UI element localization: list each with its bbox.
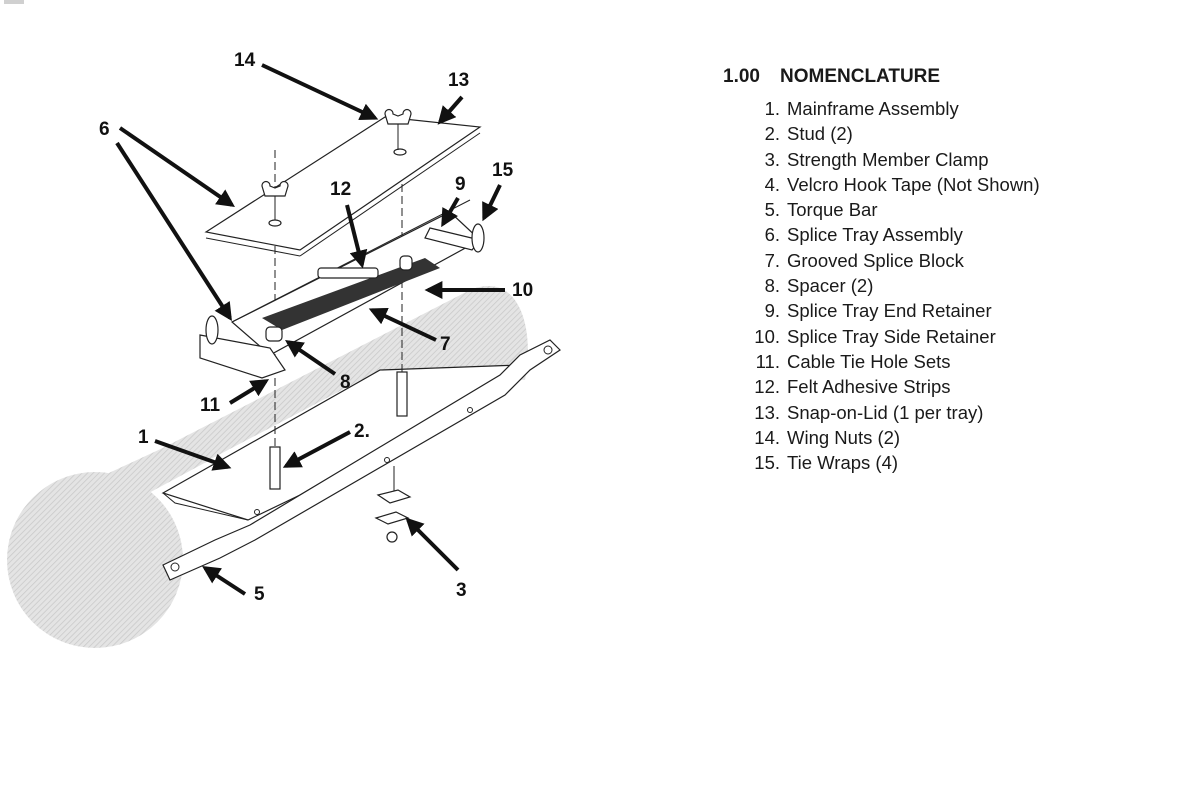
callout-8: 8 [340,372,351,393]
wing-nuts [261,108,412,220]
item-number: 6. [764,224,780,246]
parts-list-item: 9. Splice Tray End Retainer [723,298,1143,323]
callout-5: 5 [254,584,265,605]
item-number: 9. [764,300,780,322]
section-heading: 1.00 NOMENCLATURE [723,66,1143,88]
torque-bar [162,339,561,581]
callout-11: 11 [200,395,221,416]
parts-list-item: 4. Velcro Hook Tape (Not Shown) [723,172,1143,197]
scan-artifact [4,0,24,4]
parts-list-item: 2. Stud (2) [723,121,1143,146]
arrow-13 [437,95,464,125]
item-number: 8. [764,275,780,297]
item-label: Wing Nuts (2) [787,426,901,448]
parts-list-item: 3. Strength Member Clamp [723,147,1143,172]
arrow-9 [441,197,460,228]
parts-list: 1. Mainframe Assembly 2. Stud (2) 3. Strength… [723,96,1143,475]
callout-10: 10 [512,280,533,301]
item-label: Cable Tie Hole Sets [787,350,951,372]
callout-13: 13 [448,70,469,91]
item-number: 12. [754,376,780,398]
item-number: 1. [764,98,780,119]
parts-list-item: 7. Grooved Splice Block [723,248,1143,273]
parts-list-item: 1. Mainframe Assembly [723,96,1143,121]
parts-list-item: 12. Felt Adhesive Strips [723,374,1143,399]
item-label: Splice Tray Assembly [787,224,963,246]
arrow-1 [154,439,232,471]
callout-2: 2. [354,421,370,442]
item-label: Splice Tray End Retainer [787,300,992,322]
item-number: 13. [754,401,780,423]
arrow-11 [228,379,270,405]
section-title: NOMENCLATURE [780,66,941,87]
parts-list-item: 6. Splice Tray Assembly [723,222,1143,247]
callout-labels: 14 13 6 12 9 15 10 7 8 11 1 2. 3 5 [99,50,533,605]
arrow-15 [482,184,502,222]
callout-12: 12 [330,179,351,200]
arrow-12 [345,204,368,269]
item-label: Mainframe Assembly [787,98,959,119]
callout-1: 1 [138,427,149,448]
item-label: Stud (2) [787,123,853,145]
item-number: 4. [764,173,780,195]
item-label: Felt Adhesive Strips [787,376,951,398]
parts-list-item: 14. Wing Nuts (2) [723,425,1143,450]
item-number: 15. [754,452,780,474]
item-label: Torque Bar [787,199,878,221]
arrow-14 [261,63,379,121]
arrow-5 [201,566,247,596]
item-label: Velcro Hook Tape (Not Shown) [787,173,1040,195]
section-number: 1.00 [723,66,760,87]
item-number: 14. [754,426,780,448]
parts-list-item: 13. Snap-on-Lid (1 per tray) [723,400,1143,425]
arrow-3 [405,517,460,572]
callout-3: 3 [456,580,467,601]
item-label: Tie Wraps (4) [787,452,899,474]
arrow-6b [115,141,232,322]
arrow-6a [118,126,235,208]
item-label: Grooved Splice Block [787,249,964,271]
item-number: 5. [764,199,780,221]
item-number: 2. [764,123,780,145]
parts-list-item: 15. Tie Wraps (4) [723,450,1143,475]
callout-arrows [115,63,505,596]
callout-9: 9 [455,174,466,195]
arrow-7 [368,307,437,342]
callout-14: 14 [234,50,256,71]
parts-list-item: 10. Splice Tray Side Retainer [723,324,1143,349]
arrow-2 [282,430,351,468]
nomenclature-section: 1.00 NOMENCLATURE 1. Mainframe Assembly 2. S… [723,66,1143,475]
parts-list-item: 8. Spacer (2) [723,273,1143,298]
parts-list-item: 11. Cable Tie Hole Sets [723,349,1143,374]
parts-list-item: 5. Torque Bar [723,197,1143,222]
callout-15: 15 [492,160,514,181]
item-number: 10. [754,325,780,347]
item-number: 7. [764,249,780,271]
item-label: Splice Tray Side Retainer [787,325,996,347]
item-label: Strength Member Clamp [787,148,989,170]
callout-7: 7 [440,334,451,355]
item-label: Spacer (2) [787,275,874,297]
item-label: Snap-on-Lid (1 per tray) [787,401,984,423]
callout-6: 6 [99,119,110,140]
fiber-cable [7,286,528,648]
strength-member-clamp [374,466,412,543]
arrow-8 [285,339,337,376]
exploded-assembly-diagram: 14 13 6 12 9 15 10 7 8 11 1 2. 3 5 [7,50,561,648]
item-number: 3. [764,148,780,170]
item-number: 11. [755,350,780,372]
